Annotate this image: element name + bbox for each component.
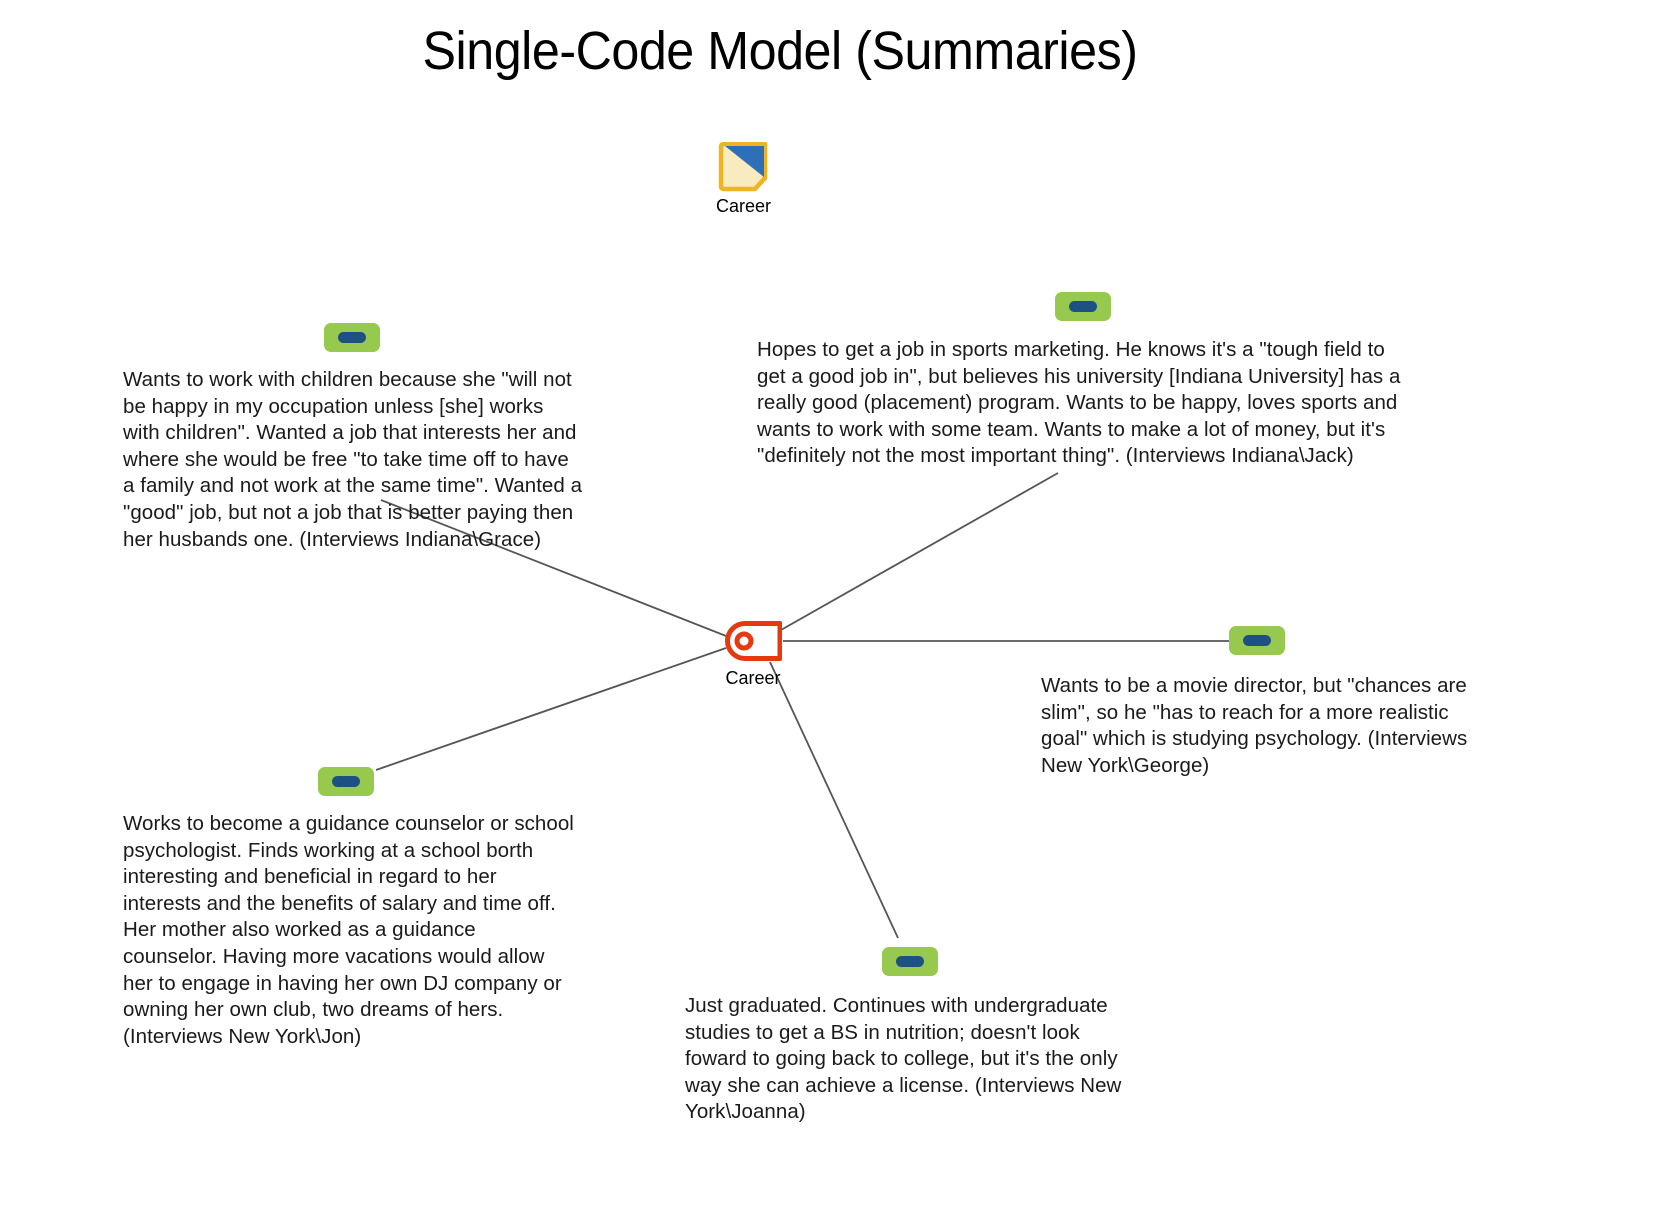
project-map-node[interactable]: Career (716, 142, 772, 217)
page-title: Single-Code Model (Summaries) (422, 21, 1138, 81)
project-map-icon (718, 142, 768, 192)
project-map-label: Career (716, 196, 772, 216)
reference-pill-icon (1243, 635, 1271, 646)
reference-pill-icon (1069, 301, 1097, 312)
reference-badge-grace[interactable] (324, 323, 380, 352)
connector-to-jon (375, 647, 727, 771)
reference-pill-icon (896, 956, 924, 967)
code-tag-icon (725, 621, 782, 661)
summary-text-grace: Wants to work with children because she … (123, 368, 583, 551)
reference-badge-joanna[interactable] (882, 947, 938, 976)
summary-text-jon: Works to become a guidance counselor or … (123, 812, 574, 1048)
reference-pill-icon (332, 776, 360, 787)
summary-text-joanna: Just graduated. Continues with undergrad… (685, 994, 1122, 1124)
reference-pill-icon (338, 332, 366, 343)
summary-text-george: Wants to be a movie director, but "chanc… (1041, 674, 1468, 777)
connector-to-jack (780, 472, 1059, 631)
code-node-label: Career (725, 668, 781, 688)
reference-badge-jack[interactable] (1055, 292, 1111, 321)
connector-to-joanna (769, 661, 899, 939)
reference-badge-jon[interactable] (318, 767, 374, 796)
summary-text-jack: Hopes to get a job in sports marketing. … (757, 338, 1401, 468)
code-node-career[interactable]: Career (724, 620, 782, 689)
reference-badge-george[interactable] (1229, 626, 1285, 655)
